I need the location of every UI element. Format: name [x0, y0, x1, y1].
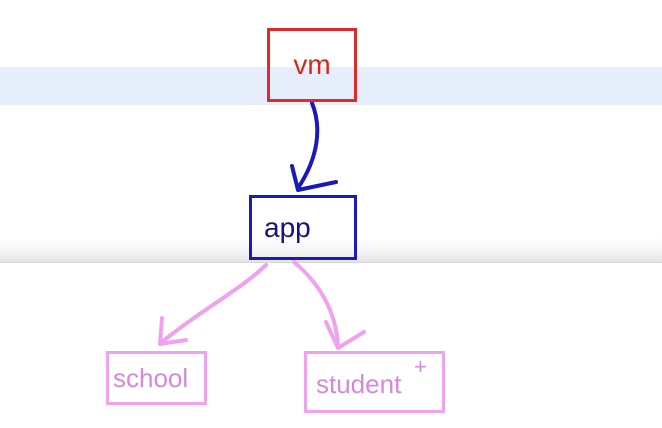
- node-app[interactable]: app: [249, 195, 357, 260]
- edge-app-school: [160, 263, 268, 344]
- node-vm-label: vm: [293, 49, 331, 80]
- edge-app-school-arrowhead: [158, 316, 188, 346]
- edge-app-student: [292, 260, 340, 348]
- plus-cursor-icon: +: [414, 354, 427, 379]
- node-school-label: school: [113, 362, 189, 393]
- node-school[interactable]: school: [106, 351, 207, 405]
- edge-app-student-arrowhead: [324, 320, 366, 350]
- highlight-band: [0, 67, 662, 105]
- node-app-label: app: [264, 211, 311, 243]
- edge-vm-app: [296, 101, 320, 190]
- toolbar-band: [0, 237, 662, 263]
- node-student-label: student: [316, 368, 402, 399]
- node-vm[interactable]: vm: [267, 28, 357, 102]
- node-student[interactable]: student: [304, 351, 445, 413]
- edge-vm-app-arrowhead: [290, 164, 338, 192]
